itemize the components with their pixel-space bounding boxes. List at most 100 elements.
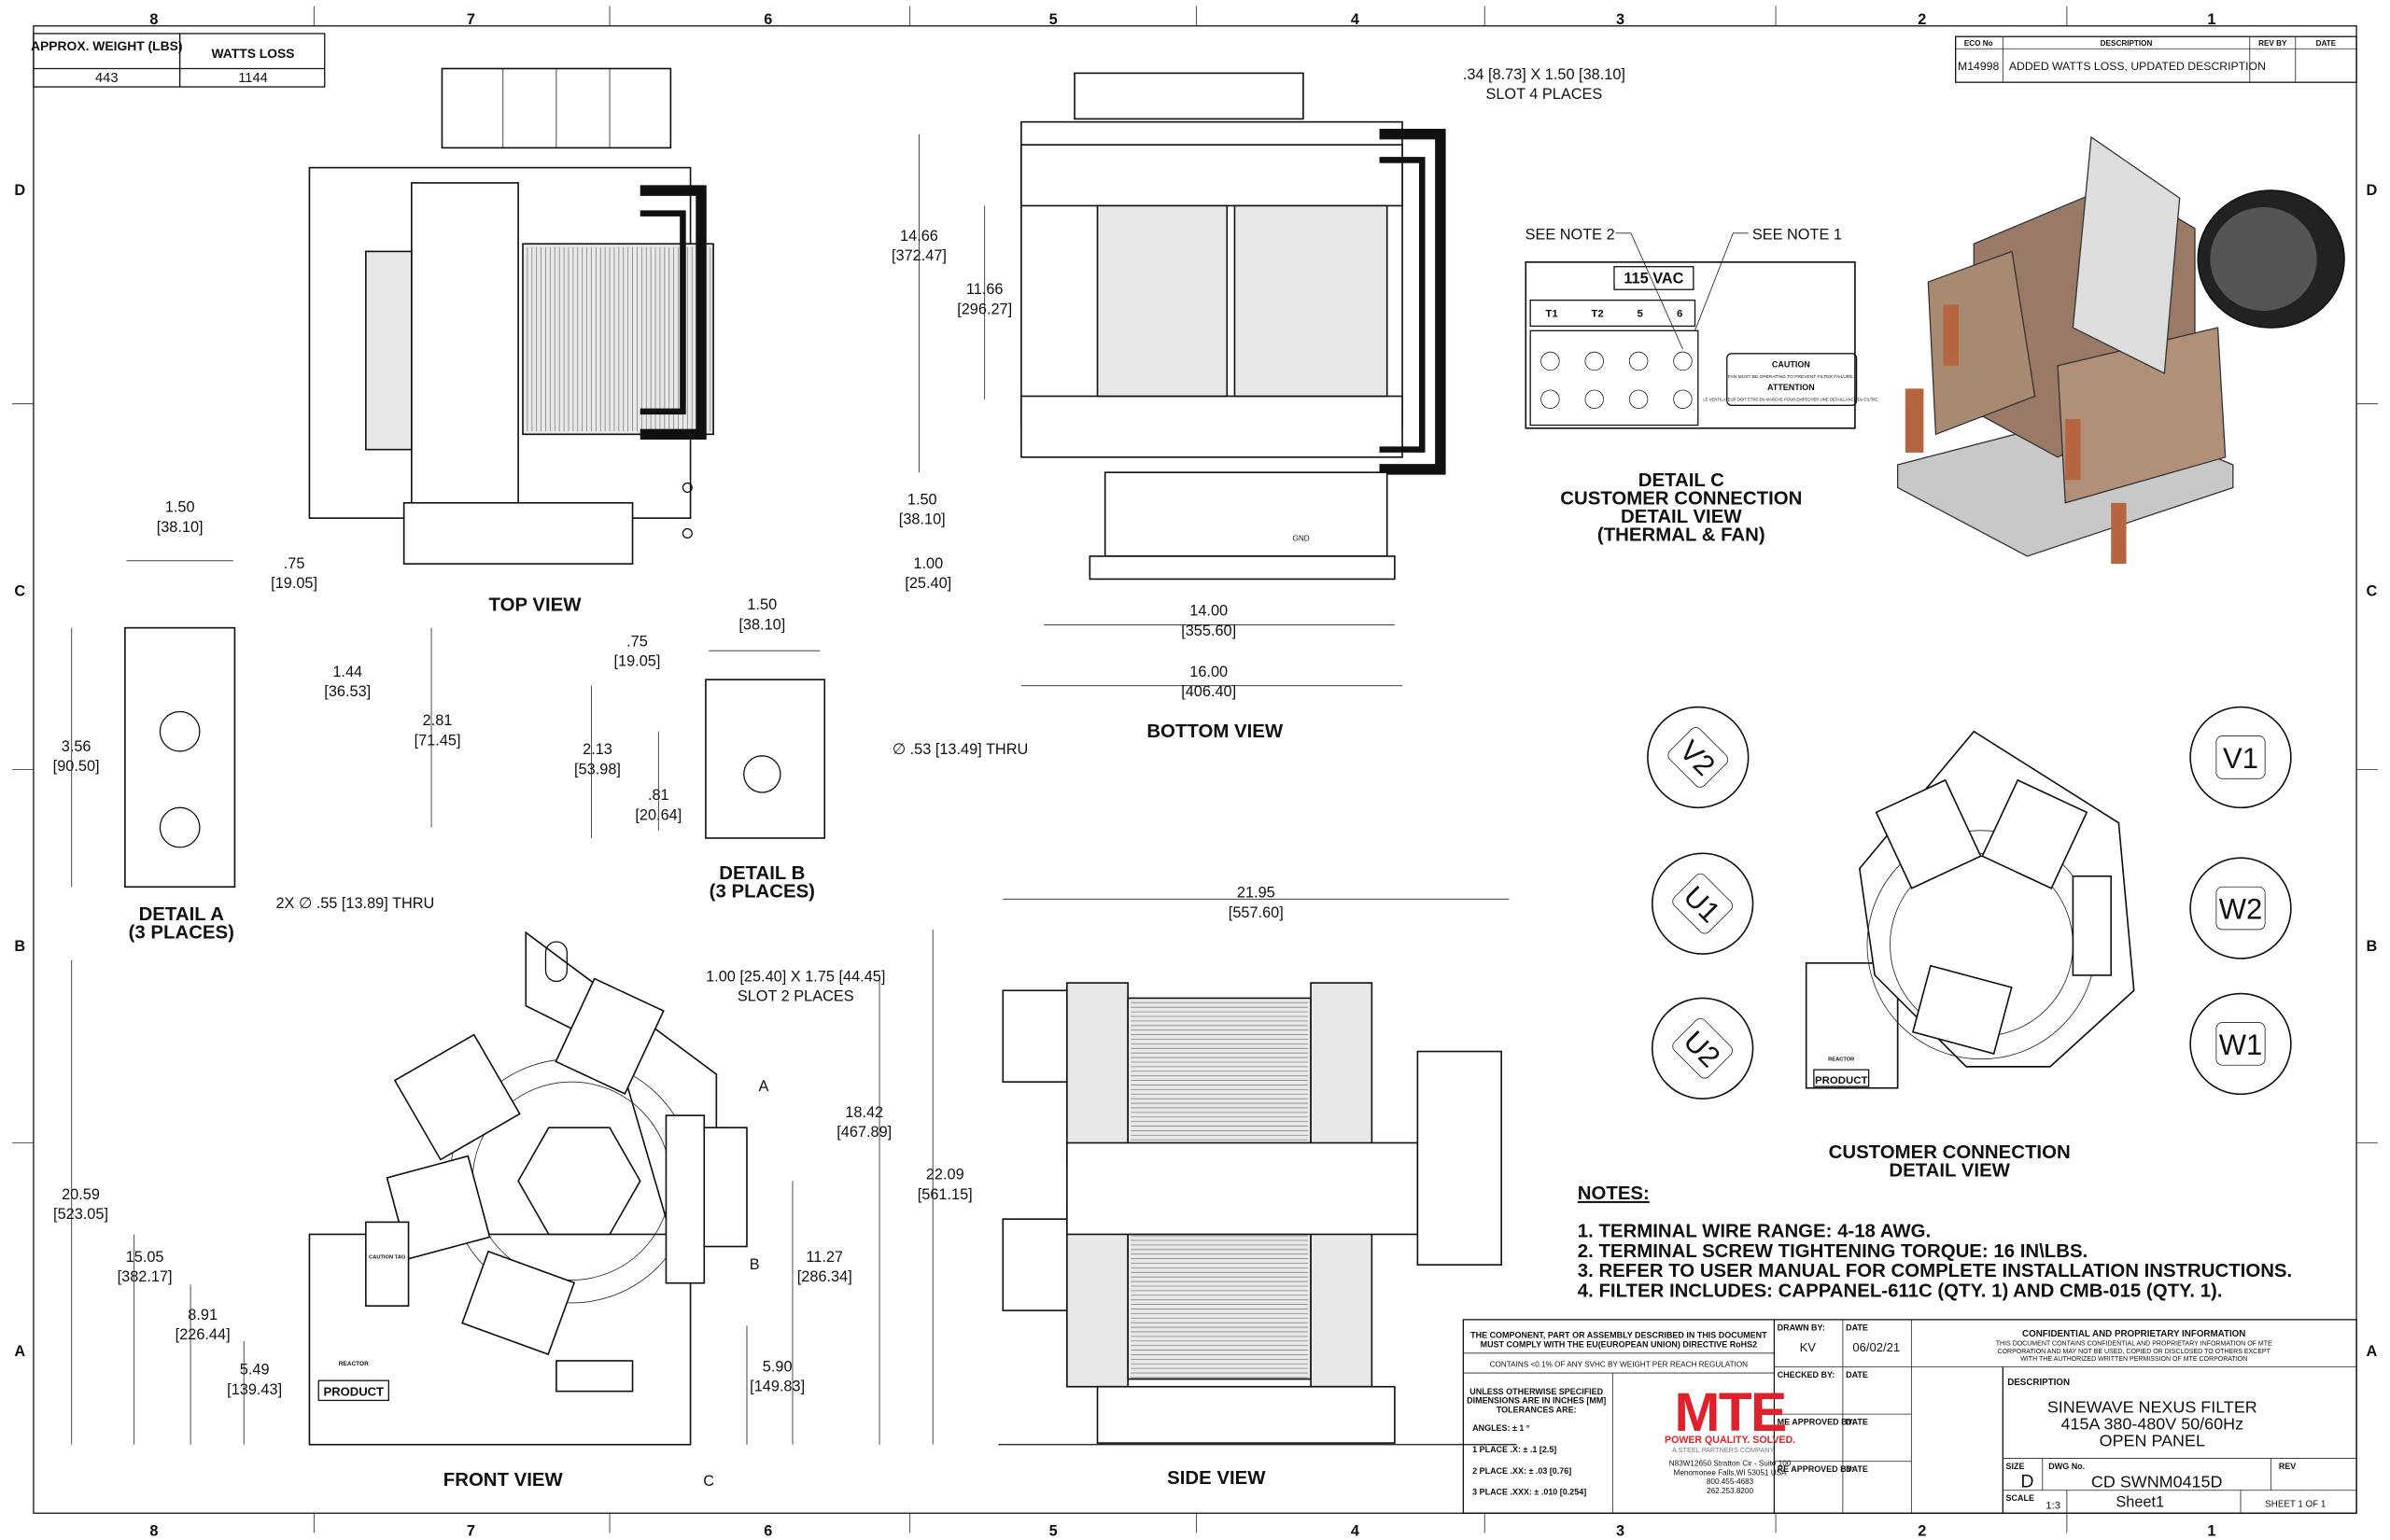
phase-label: W1 xyxy=(2219,1029,2263,1061)
dwg-number: CD SWNM0415D xyxy=(2091,1472,2223,1491)
dimension-label: [355.60] xyxy=(1181,623,1236,639)
rev-by-header: REV BY xyxy=(2258,39,2287,48)
reactor-label-detail: REACTOR xyxy=(1828,1057,1854,1062)
address-phone: 262.253.8200 xyxy=(1707,1487,1753,1495)
dimension-label: 5.90 xyxy=(763,1358,793,1375)
note-4: 4. FILTER INCLUDES: CAPPANEL-611C (QTY. … xyxy=(1578,1281,2223,1301)
dimension-label: 22.09 xyxy=(926,1167,964,1183)
zone-row-marker: A xyxy=(2367,1343,2378,1360)
dimension-label: C xyxy=(703,1473,714,1490)
re-approved-label: RE APPROVED BY: xyxy=(1778,1464,1854,1474)
dimension-label: [19.05] xyxy=(614,652,661,669)
front-view: CAUTION TAG REACTOR PRODUCT xyxy=(308,931,748,1446)
dimension-label: [226.44] xyxy=(176,1326,231,1343)
note-1: 1. TERMINAL WIRE RANGE: 4-18 AWG. xyxy=(1578,1222,1931,1242)
dimension-label: 1.00 [25.40] X 1.75 [44.45] xyxy=(706,968,885,985)
dimension-label: [139.43] xyxy=(227,1381,282,1398)
dimension-labels: .34 [8.73] X 1.50 [38.10] SLOT 4 PLACES 14… xyxy=(53,66,1625,1490)
zone-column-marker: 8 xyxy=(149,11,158,28)
zone-column-marker: 3 xyxy=(1616,1523,1624,1540)
svg-text:(3 PLACES): (3 PLACES) xyxy=(710,882,815,903)
see-note-2: SEE NOTE 2 xyxy=(1525,226,1615,243)
svg-text:DETAIL B: DETAIL B xyxy=(719,863,805,884)
dimension-label: [36.53] xyxy=(324,683,371,700)
voltage-label: 115 VAC xyxy=(1624,271,1683,287)
phase-label: W2 xyxy=(2219,893,2263,926)
svg-text:DETAIL VIEW: DETAIL VIEW xyxy=(1889,1160,2010,1181)
zone-column-marker: 6 xyxy=(764,1523,772,1540)
terminal-t1: T1 xyxy=(1545,309,1558,320)
customer-connection-label: CUSTOMER CONNECTION DETAIL VIEW xyxy=(1829,1142,2071,1182)
svg-text:DETAIL A: DETAIL A xyxy=(139,904,225,925)
dimension-label: 1.50 xyxy=(907,491,937,508)
eco-description: ADDED WATTS LOSS, UPDATED DESCRIPTION xyxy=(2009,60,2266,73)
phase-bubble xyxy=(2189,706,2292,809)
drawn-by-label: DRAWN BY: xyxy=(1778,1323,1825,1332)
zone-column-marker: 3 xyxy=(1616,11,1624,28)
weight-table: APPROX. WEIGHT (LBS) WATTS LOSS 443 1144 xyxy=(31,33,326,88)
rohs-line-2: MUST COMPLY WITH THE EU(EUROPEAN UNION) … xyxy=(1481,1339,1757,1349)
tolerance-3-place: 3 PLACE .XXX: ± .010 [0.254] xyxy=(1472,1488,1586,1497)
address-line: N83W12650 Stratton Cir - Suite 100 xyxy=(1669,1460,1792,1468)
watts-header: WATTS LOSS xyxy=(211,46,294,61)
dimension-label: SLOT 4 PLACES xyxy=(1485,86,1602,103)
dimension-label: 18.42 xyxy=(845,1104,883,1121)
see-note-1: SEE NOTE 1 xyxy=(1752,226,1842,243)
zone-row-marker: D xyxy=(2367,182,2378,199)
dimension-label: .75 xyxy=(626,633,648,650)
svg-text:MTE: MTE xyxy=(1674,1382,1785,1443)
zone-row-marker: D xyxy=(14,182,25,199)
tolerance-line: DIMENSIONS ARE IN INCHES [MM] xyxy=(1467,1396,1606,1406)
dimension-label: .75 xyxy=(284,555,305,572)
dimension-label: [467.89] xyxy=(836,1124,892,1141)
svg-text:CUSTOMER CONNECTION: CUSTOMER CONNECTION xyxy=(1829,1142,2071,1163)
zone-column-marker: 6 xyxy=(764,11,772,28)
detail-c: 115 VAC T1 T2 5 6 CAUTION FAN MUST BE OP… xyxy=(1525,226,1878,429)
svg-text:POWER QUALITY. SOLVED.: POWER QUALITY. SOLVED. xyxy=(1665,1435,1795,1446)
dimension-label: SLOT 2 PLACES xyxy=(738,988,854,1005)
dimension-label: [38.10] xyxy=(738,616,785,633)
address-phone: 800.455-4683 xyxy=(1707,1477,1754,1486)
dimension-label: 14.00 xyxy=(1189,603,1228,620)
dimension-label: 16.00 xyxy=(1189,664,1228,680)
date-label: DATE xyxy=(1846,1323,1868,1332)
scale-label: SCALE xyxy=(2006,1493,2034,1503)
confidential-text: THIS DOCUMENT CONTAINS CONFIDENTIAL AND … xyxy=(1996,1341,2272,1348)
dimension-label: B xyxy=(750,1256,760,1273)
caution-label: CAUTION xyxy=(1772,359,1810,369)
dimension-label: 1.50 xyxy=(747,596,777,613)
title-block: THE COMPONENT, PART OR ASSEMBLY DESCRIBE… xyxy=(1462,1319,2357,1514)
dimension-label: [38.10] xyxy=(899,511,946,528)
zone-column-marker: 1 xyxy=(2207,11,2215,28)
watts-value: 1144 xyxy=(238,71,268,86)
dimension-lines xyxy=(71,133,1510,1445)
bottom-view: GND xyxy=(1020,72,1446,581)
detail-b xyxy=(705,679,826,839)
dimension-label: [25.40] xyxy=(905,575,951,592)
weight-header: APPROX. WEIGHT (LBS) xyxy=(31,38,182,53)
eco-number: M14998 xyxy=(1958,60,1999,73)
gnd-label: GND xyxy=(1292,535,1309,543)
top-view-label: TOP VIEW xyxy=(489,595,583,616)
dimension-label: 2.81 xyxy=(423,712,453,729)
phase-bubble xyxy=(1647,706,1750,809)
drawn-date: 06/02/21 xyxy=(1852,1340,1900,1354)
detail-a-label: DETAIL A (3 PLACES) xyxy=(129,904,234,944)
svg-text:DETAIL C: DETAIL C xyxy=(1638,470,1724,491)
description-line-3: OPEN PANEL xyxy=(2100,1431,2205,1449)
phase-bubble xyxy=(2189,857,2292,959)
terminal-t2: T2 xyxy=(1591,309,1603,320)
dimension-label: 11.27 xyxy=(806,1249,843,1266)
dimension-label: ∅ .53 [13.49] THRU xyxy=(893,741,1028,758)
sheet-name: Sheet1 xyxy=(2116,1494,2164,1511)
scale-value: 1:3 xyxy=(2046,1500,2060,1511)
dimension-label: [382.17] xyxy=(118,1268,173,1285)
dimension-label: [557.60] xyxy=(1229,904,1284,921)
dimension-label: .34 [8.73] X 1.50 [38.10] xyxy=(1463,66,1625,83)
attention-text: LE VENTILATEUR DOIT ETRE EN MARCHE POUR … xyxy=(1703,397,1878,401)
description-header: DESCRIPTION xyxy=(2101,39,2153,48)
product-label-front: PRODUCT xyxy=(324,1385,385,1399)
dimension-label: [406.40] xyxy=(1181,683,1236,700)
